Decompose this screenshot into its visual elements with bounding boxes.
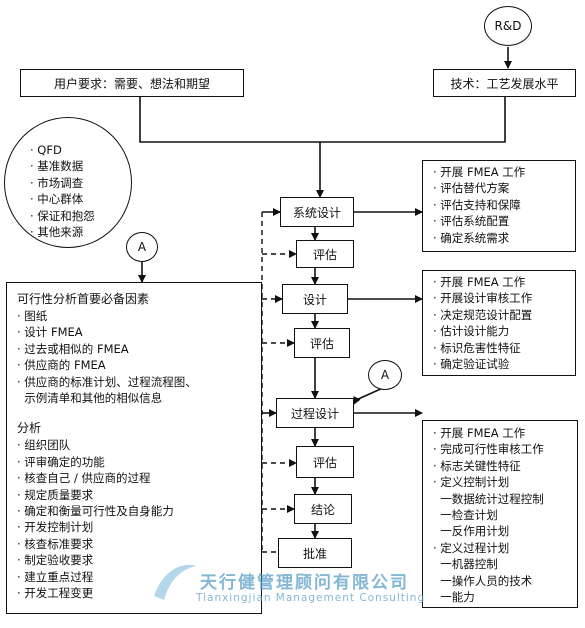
process-design-tasks-box: · 开展 FMEA 工作 · 完成可行性审核工作 · 标志关键性特征 · 定义控… — [422, 420, 578, 608]
task-item: · 评估系统配置 — [433, 214, 510, 229]
task-item: · 开展 FMEA 工作 — [433, 426, 526, 440]
watermark-en: Tianxingjian Management Consulting — [196, 592, 426, 604]
feasibility-analysis-box: 可行性分析首要必备因素 · 图纸 · 设计 FMEA · 过去或相似的 FMEA… — [6, 282, 262, 614]
task-item: · 定义控制计划 — [433, 475, 510, 490]
approval-box: 批准 — [278, 538, 352, 568]
source-item: · 保证和抱怨 — [30, 208, 95, 223]
analysis-item: · 核查标准要求 — [17, 536, 94, 551]
process-design-label: 过程设计 — [290, 406, 339, 421]
task-item: · 定义过程计划 — [433, 540, 510, 555]
task-item: · 标志关键性特征 — [433, 458, 521, 473]
feasibility-items: · 图纸 · 设计 FMEA · 过去或相似的 FMEA · 供应商的 FMEA… — [17, 308, 197, 406]
approval-label: 批准 — [302, 546, 327, 561]
feasibility-item: · 图纸 — [17, 309, 48, 323]
task-item: · 确定系统需求 — [433, 230, 510, 245]
connector-a-left: A — [126, 232, 158, 262]
source-item: · QFD — [30, 143, 62, 157]
analysis-item: · 制定验收要求 — [17, 553, 94, 568]
task-item: · 开展设计审核工作 — [433, 291, 533, 306]
task-item: · 开展 FMEA 工作 — [433, 275, 526, 289]
task-subitem: 一检查计划 — [433, 508, 498, 523]
analysis-items: · 组织团队 · 评审确定的功能 · 核查自己 / 供应商的过程 · 规定质量要… — [17, 437, 197, 601]
analysis-item: · 建立重点过程 — [17, 569, 94, 584]
task-subitem: 一机器控制 — [433, 557, 498, 572]
analysis-title: 分析 — [17, 421, 42, 436]
feasibility-item: · 供应商的 FMEA — [17, 358, 106, 373]
system-design-box: 系统设计 — [280, 197, 354, 227]
task-item: · 估计设计能力 — [433, 324, 510, 339]
connector-a-middle-label: A — [380, 368, 390, 382]
task-item: · 标识危害性特征 — [433, 340, 521, 355]
task-subitem: 一数据统计过程控制 — [433, 491, 544, 506]
task-subitem: 一反作用计划 — [433, 524, 510, 539]
analysis-item: · 组织团队 — [17, 438, 71, 453]
conclusion-box: 结论 — [294, 494, 352, 524]
analysis-item: · 确定和衡量可行性及自身能力 — [17, 504, 174, 519]
task-subitem: 一能力 — [433, 590, 475, 605]
rd-circle: R&D — [484, 6, 532, 46]
design-tasks-list: · 开展 FMEA 工作 · 开展设计审核工作 · 决定规范设计配置 · 估计设… — [433, 274, 532, 372]
feasibility-content: 可行性分析首要必备因素 · 图纸 · 设计 FMEA · 过去或相似的 FMEA… — [17, 291, 197, 602]
task-item: · 完成可行性审核工作 — [433, 442, 544, 457]
evaluation-label-1: 评估 — [312, 247, 337, 262]
process-design-box: 过程设计 — [276, 398, 354, 428]
watermark-swoosh-icon — [150, 560, 198, 604]
evaluation-label-2: 评估 — [309, 336, 334, 351]
task-item: · 决定规范设计配置 — [433, 307, 533, 322]
process-design-tasks-list: · 开展 FMEA 工作 · 完成可行性审核工作 · 标志关键性特征 · 定义控… — [433, 425, 544, 605]
feasibility-item: · 设计 FMEA — [17, 325, 83, 340]
analysis-item: · 开发工程变更 — [17, 586, 94, 601]
task-item: · 开展 FMEA 工作 — [433, 165, 526, 179]
feasibility-item: 示例清单和其他的相似信息 — [17, 391, 163, 406]
system-design-tasks-box: · 开展 FMEA 工作 · 评估替代方案 · 评估支持和保障 · 评估系统配置… — [422, 160, 576, 252]
connector-a-left-label: A — [137, 240, 147, 254]
sources-ellipse — [4, 117, 132, 248]
analysis-item: · 核查自己 / 供应商的过程 — [17, 471, 151, 486]
design-box: 设计 — [282, 284, 348, 314]
conclusion-label: 结论 — [310, 502, 335, 517]
task-item: · 评估支持和保障 — [433, 197, 521, 212]
connector-a-middle: A — [368, 360, 402, 390]
technology-box: 技术：工艺发展水平 — [433, 69, 576, 97]
task-item: · 确定验证试验 — [433, 357, 510, 372]
evaluation-label-3: 评估 — [312, 455, 337, 470]
feasibility-item: · 供应商的标准计划、过程流程图、 — [17, 374, 197, 389]
analysis-item: · 评审确定的功能 — [17, 454, 105, 469]
system-design-label: 系统设计 — [292, 205, 341, 220]
feasibility-item: · 过去或相似的 FMEA — [17, 341, 129, 356]
user-requirements-label: 用户要求：需要、想法和期望 — [53, 76, 210, 91]
source-item: · 中心群体 — [30, 192, 84, 207]
feasibility-title: 可行性分析首要必备因素 — [17, 292, 150, 306]
analysis-item: · 规定质量要求 — [17, 487, 94, 502]
system-design-tasks-list: · 开展 FMEA 工作 · 评估替代方案 · 评估支持和保障 · 评估系统配置… — [433, 164, 525, 246]
source-item: · 市场调查 — [30, 175, 84, 190]
evaluation-box-1: 评估 — [296, 240, 354, 268]
source-item: · 其他来源 — [30, 225, 84, 240]
technology-label: 技术：工艺发展水平 — [450, 76, 559, 91]
rd-label: R&D — [494, 19, 522, 33]
source-item: · 基准数据 — [30, 159, 84, 174]
design-tasks-box: · 开展 FMEA 工作 · 开展设计审核工作 · 决定规范设计配置 · 估计设… — [422, 270, 576, 376]
task-item: · 评估替代方案 — [433, 181, 510, 196]
watermark-cn: 天行健管理顾问有限公司 — [200, 573, 409, 593]
evaluation-box-3: 评估 — [296, 446, 354, 478]
design-label: 设计 — [302, 292, 327, 307]
user-requirements-box: 用户要求：需要、想法和期望 — [20, 69, 244, 97]
task-subitem: 一操作人员的技术 — [433, 573, 533, 588]
sources-list: · QFD · 基准数据 · 市场调查 · 中心群体 · 保证和抱怨 · 其他来… — [30, 142, 95, 240]
analysis-item: · 开发控制计划 — [17, 520, 94, 535]
evaluation-box-2: 评估 — [294, 328, 350, 358]
